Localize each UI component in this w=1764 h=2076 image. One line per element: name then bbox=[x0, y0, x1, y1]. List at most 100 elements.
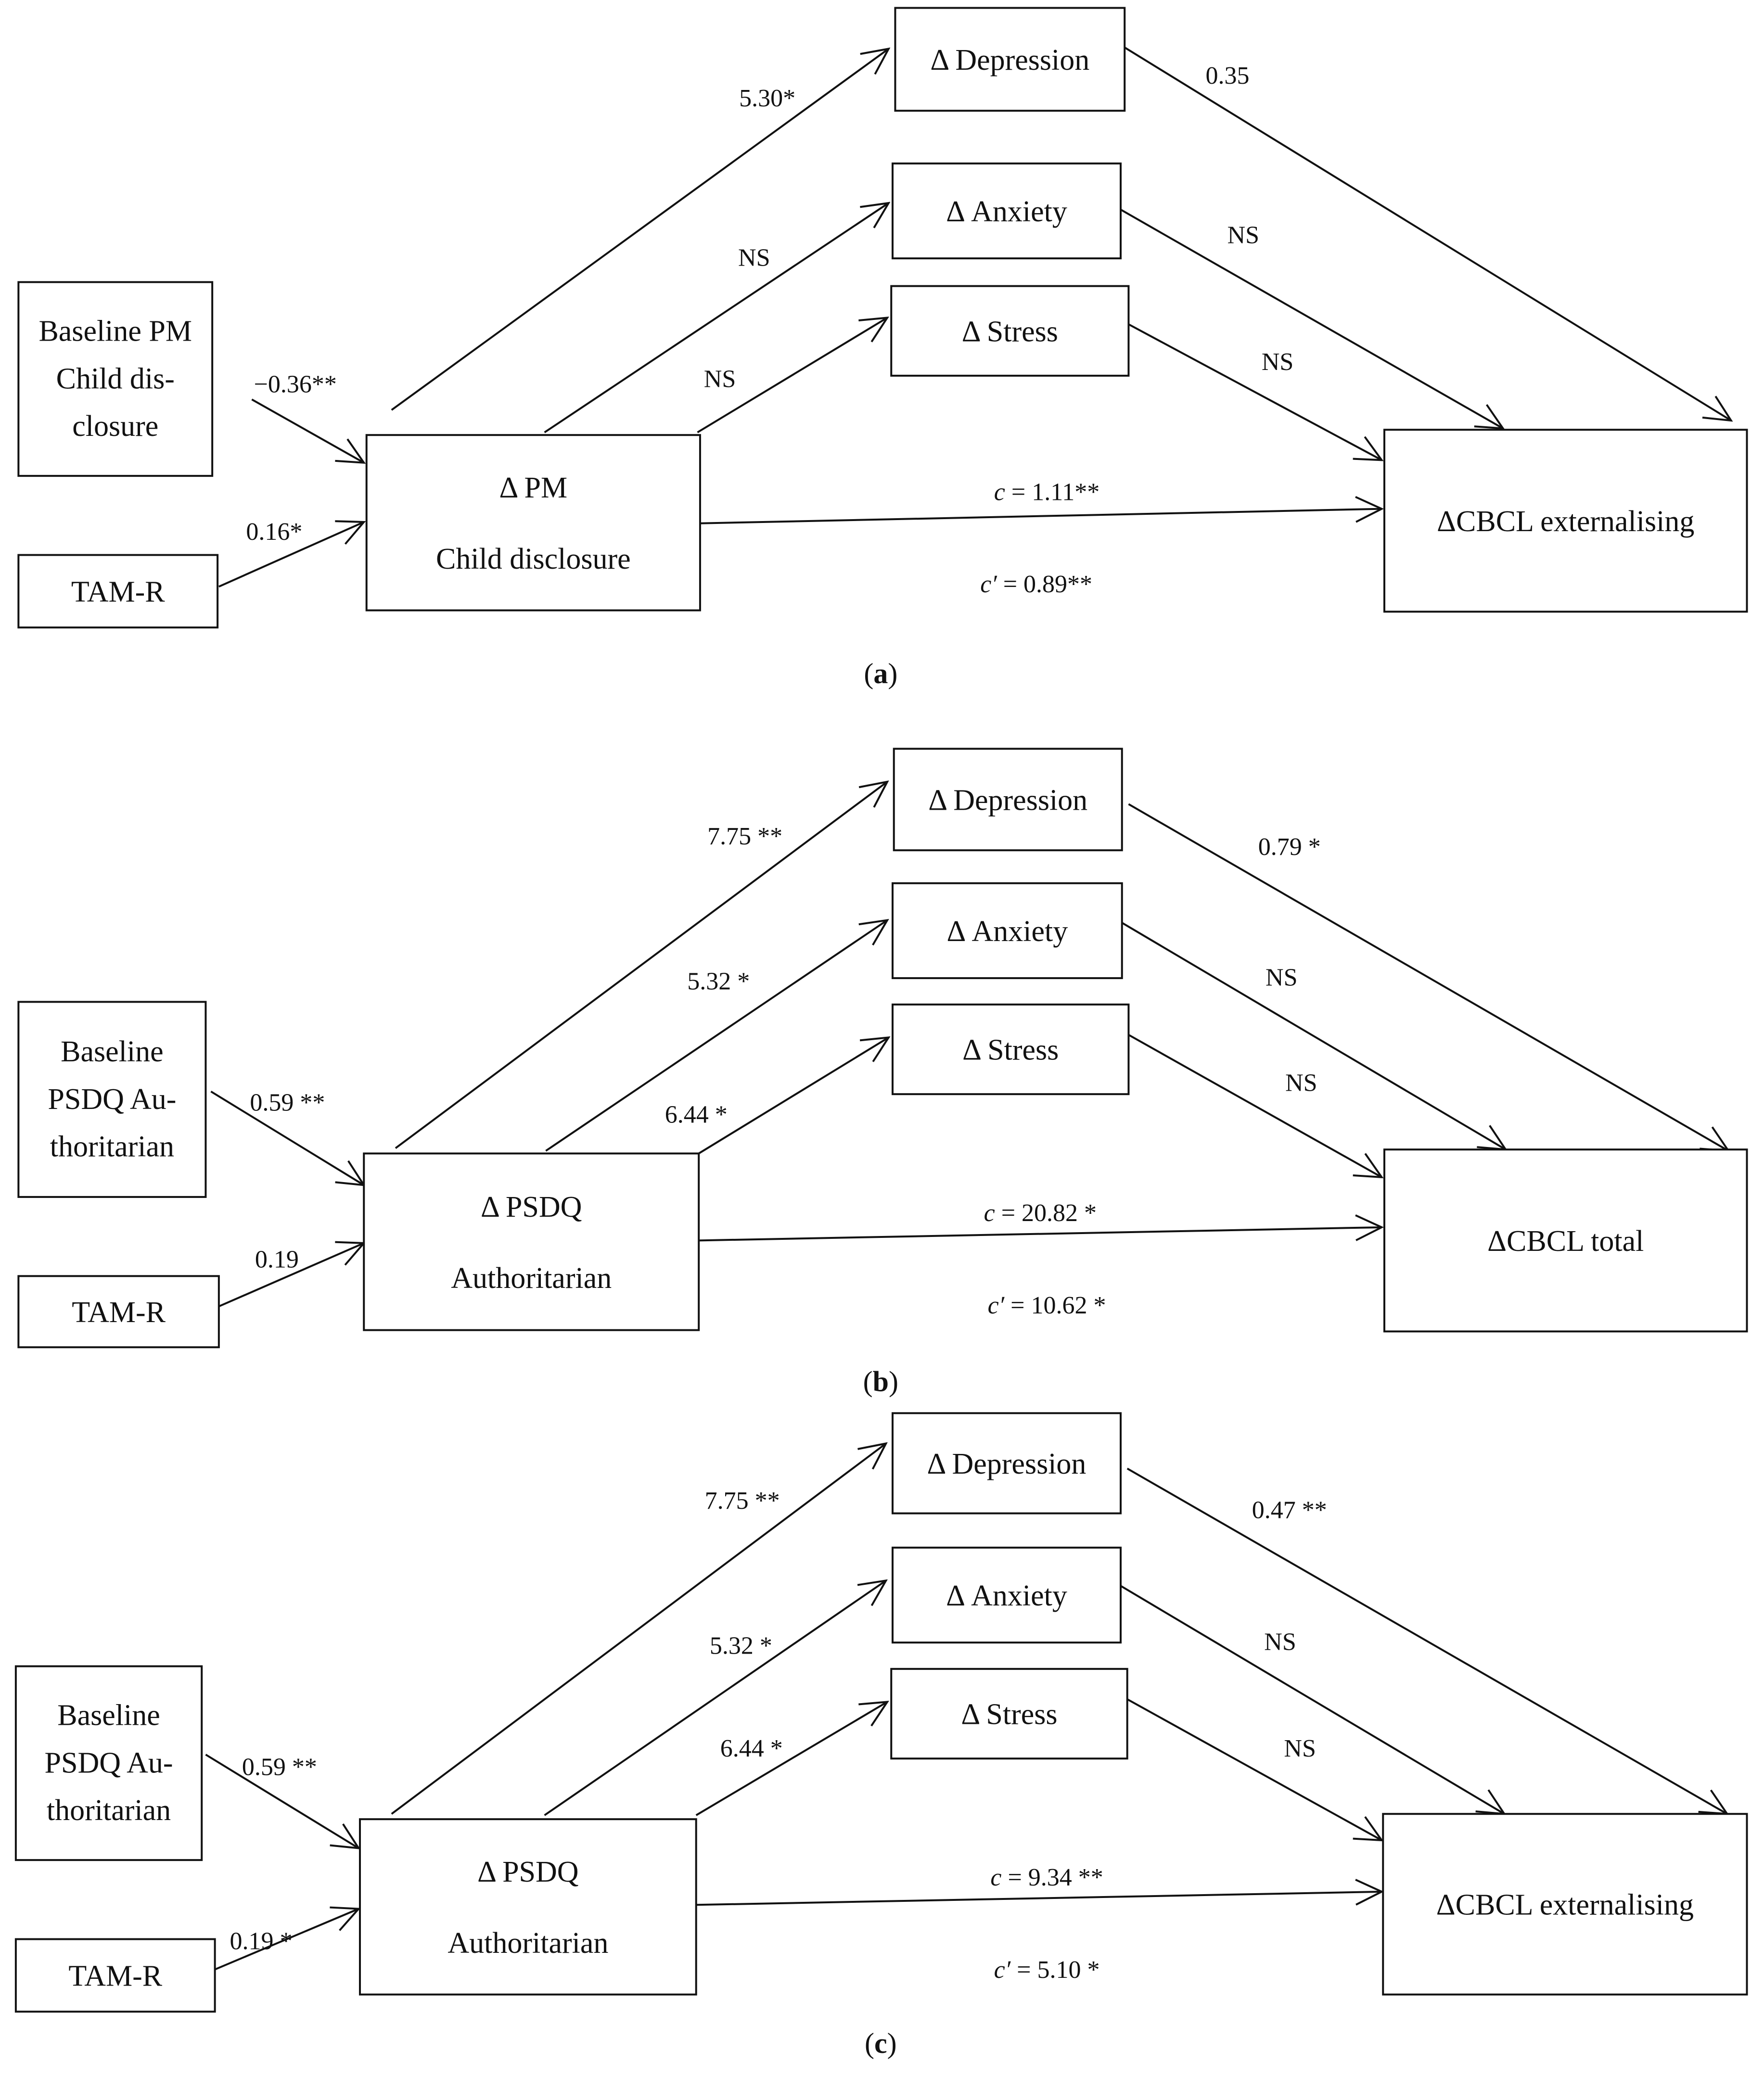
node-baseline-label-1: PSDQ Au- bbox=[45, 1746, 173, 1779]
node-delta-label-1: Child disclosure bbox=[436, 543, 631, 575]
node-dep: Δ Depression bbox=[893, 748, 1123, 852]
node-baseline-label-1: PSDQ Au- bbox=[48, 1083, 176, 1116]
coef-delta-to-anx: 5.32 * bbox=[687, 968, 750, 995]
node-dep: Δ Depression bbox=[894, 7, 1126, 112]
node-delta-label-0: Δ PSDQ bbox=[481, 1191, 582, 1223]
arrow-delta-to-str bbox=[695, 1702, 887, 1816]
node-baseline-box bbox=[17, 281, 214, 477]
coef-anx-to-out: NS bbox=[1227, 222, 1259, 249]
arrow-anx-to-out bbox=[1120, 208, 1503, 429]
node-out-box bbox=[1382, 1813, 1748, 1996]
c-symbol: c bbox=[990, 1864, 1001, 1891]
arrow-baseline-to-delta bbox=[210, 1091, 364, 1185]
node-tam: TAM-R bbox=[17, 1275, 220, 1349]
direct-effect-label: c′ = 5.10 * bbox=[994, 1956, 1100, 1984]
node-dep-box bbox=[893, 748, 1123, 852]
caption-open: ( bbox=[863, 1366, 873, 1398]
node-baseline-box bbox=[17, 1001, 207, 1198]
node-anx: Δ Anxiety bbox=[891, 1546, 1122, 1644]
panel-caption: (c) bbox=[865, 2027, 897, 2059]
coef-anx-to-out: NS bbox=[1264, 1628, 1296, 1656]
node-baseline-label-0: Baseline bbox=[61, 1035, 164, 1068]
arrow-dep-to-out bbox=[1126, 1467, 1727, 1814]
node-tam-label-0: TAM-R bbox=[68, 1960, 162, 1993]
arrow-tam-to-delta bbox=[218, 522, 364, 588]
caption-letter: a bbox=[873, 658, 888, 689]
coef-baseline-to-delta: −0.36** bbox=[254, 370, 337, 398]
caption-letter: b bbox=[873, 1366, 889, 1398]
cprime-value: = 5.10 * bbox=[1010, 1956, 1099, 1984]
node-baseline-label-2: thoritarian bbox=[50, 1130, 174, 1163]
node-anx: Δ Anxiety bbox=[891, 882, 1123, 980]
coef-delta-to-str: NS bbox=[704, 365, 736, 393]
node-baseline-label-0: Baseline PM bbox=[38, 315, 192, 348]
node-out-label-0: ΔCBCL total bbox=[1487, 1225, 1644, 1258]
arrow-delta-to-str bbox=[697, 318, 887, 433]
arrow-c bbox=[696, 1892, 1382, 1906]
arrow-c bbox=[700, 509, 1382, 524]
coef-str-to-out: NS bbox=[1262, 348, 1293, 376]
coef-delta-to-dep: 7.75 ** bbox=[705, 1487, 780, 1515]
coef-delta-to-dep: 7.75 ** bbox=[707, 823, 782, 850]
node-tam-label-0: TAM-R bbox=[71, 576, 165, 609]
arrow-c bbox=[699, 1227, 1381, 1242]
total-effect-label: c = 9.34 ** bbox=[990, 1864, 1103, 1891]
node-str-box bbox=[891, 1003, 1130, 1095]
node-baseline-label-2: closure bbox=[72, 410, 158, 443]
node-anx-box bbox=[891, 162, 1122, 260]
c-value: = 1.11** bbox=[1005, 478, 1099, 506]
node-baseline: Baseline PM Child dis-closure bbox=[17, 281, 214, 477]
direct-effect-label: c′ = 0.89** bbox=[980, 571, 1092, 598]
caption-open: ( bbox=[865, 2027, 874, 2059]
arrow-delta-to-dep bbox=[391, 49, 889, 411]
cprime-symbol: c′ bbox=[994, 1956, 1011, 1984]
arrow-delta-to-anx bbox=[544, 1580, 886, 1816]
panel-caption: (b) bbox=[863, 1366, 898, 1398]
c-value: = 9.34 ** bbox=[1001, 1864, 1103, 1891]
node-baseline-label-1: Child dis- bbox=[56, 362, 175, 395]
node-delta-label-1: Authoritarian bbox=[451, 1262, 612, 1295]
node-dep-box bbox=[894, 7, 1126, 112]
coef-dep-to-out: 0.47 ** bbox=[1252, 1496, 1327, 1524]
arrow-tam-to-delta bbox=[214, 1909, 359, 1971]
coef-dep-to-out: 0.79 * bbox=[1258, 833, 1321, 861]
coef-delta-to-dep: 5.30* bbox=[739, 85, 795, 112]
caption-open: ( bbox=[864, 658, 873, 689]
node-baseline-label-0: Baseline bbox=[57, 1699, 160, 1732]
node-tam-box bbox=[17, 1275, 220, 1349]
node-tam: TAM-R bbox=[17, 554, 219, 629]
caption-letter: c bbox=[874, 2027, 887, 2059]
node-dep: Δ Depression bbox=[891, 1412, 1122, 1515]
arrow-delta-to-dep bbox=[395, 782, 887, 1149]
node-baseline-box bbox=[14, 1665, 203, 1861]
arrow-anx-to-out bbox=[1120, 1585, 1504, 1814]
c-symbol: c bbox=[984, 1199, 995, 1227]
caption-close: ) bbox=[887, 2027, 897, 2059]
total-effect-label: c = 20.82 * bbox=[984, 1199, 1097, 1227]
node-delta-box bbox=[359, 1818, 697, 1996]
arrow-delta-to-anx bbox=[545, 920, 887, 1152]
node-delta-label-0: Δ PM bbox=[499, 471, 568, 504]
arrow-dep-to-out bbox=[1124, 46, 1731, 420]
node-dep-box bbox=[891, 1412, 1122, 1515]
node-out-label-0: ΔCBCL externalising bbox=[1436, 1889, 1694, 1922]
node-out-box bbox=[1383, 1148, 1748, 1333]
total-effect-label: c = 1.11** bbox=[994, 478, 1100, 506]
coef-delta-to-str: 6.44 * bbox=[720, 1735, 783, 1762]
arrow-delta-to-str bbox=[698, 1037, 889, 1155]
node-anx: Δ Anxiety bbox=[891, 162, 1122, 260]
node-anx-label-0: Δ Anxiety bbox=[947, 915, 1068, 948]
coef-tam-to-delta: 0.19 bbox=[255, 1246, 299, 1274]
node-out-box bbox=[1383, 429, 1748, 613]
arrow-baseline-to-delta bbox=[251, 398, 364, 463]
node-out: ΔCBCL externalising bbox=[1383, 429, 1748, 613]
node-tam-box bbox=[17, 554, 219, 629]
node-anx-label-0: Δ Anxiety bbox=[946, 195, 1067, 228]
arrow-str-to-out bbox=[1128, 323, 1381, 460]
node-dep-label-0: Δ Depression bbox=[928, 784, 1087, 817]
arrow-dep-to-out bbox=[1128, 803, 1728, 1151]
